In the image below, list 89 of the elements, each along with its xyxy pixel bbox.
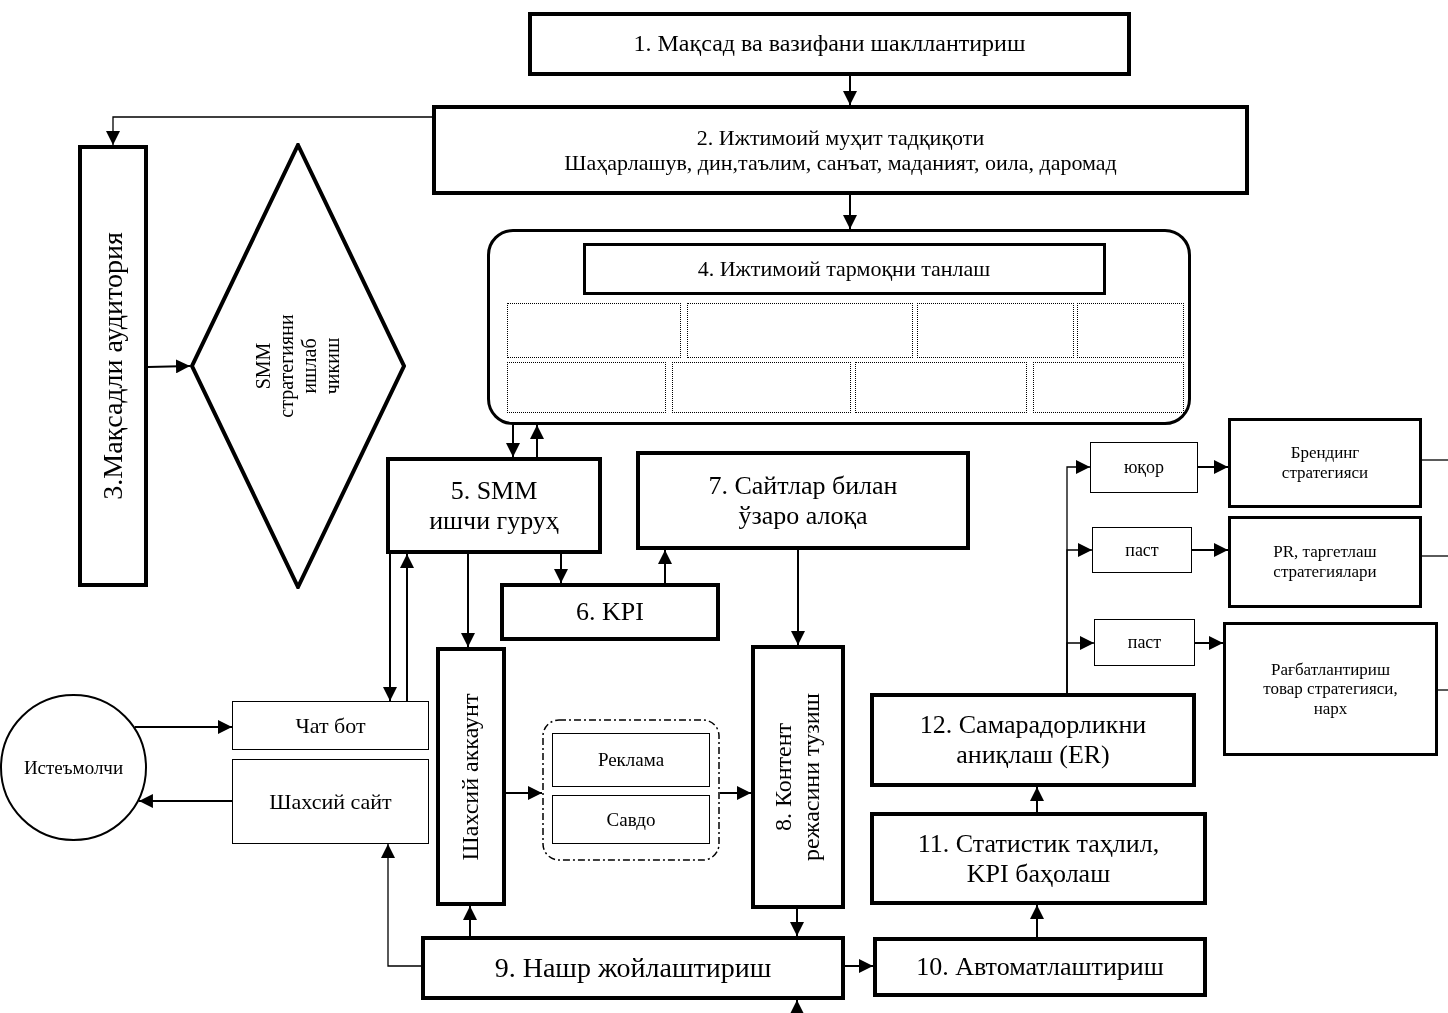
node-label: 4. Ижтимоий тармоқни танлаш [697,255,991,282]
process-box [1228,516,1422,608]
arrow [133,720,233,734]
node-label: паст [1127,632,1162,653]
process-box [582,242,1106,295]
rounded-container [487,229,1191,425]
process-box [1228,418,1422,508]
arrow [383,553,397,702]
arrow [400,553,414,702]
option-box [1090,442,1198,493]
option-box [552,733,710,787]
arrow [790,999,804,1013]
option-box [1094,619,1195,666]
connector-line [1421,555,1448,557]
dash-dot-container [542,719,720,861]
process-box [751,645,845,909]
node-label: Истеъмолчи [23,756,124,779]
arrow [1030,904,1044,938]
arrow [463,905,477,937]
process-box [421,936,845,1000]
node-label: SMM стратегияни ишлаб чикиш [252,313,344,420]
node-label: 11. Статистик таҳлил, KPI баҳолаш [916,828,1161,889]
decision-diamond [190,143,406,589]
dotted-box [686,302,913,358]
dotted-box [671,361,851,413]
dotted-box [506,361,666,413]
arrow [381,843,422,967]
arrow [790,908,804,937]
node-label: 1. Мақсад ва вазифани шакллантириш [633,30,1026,58]
node-label: 5. SMM ишчи гуруҳ [428,475,560,536]
arrow [147,359,191,374]
node-label: Чат бот [295,712,366,739]
arrow [719,786,752,800]
node-label: Брендинг стратегияси [1280,443,1370,483]
node-label: 10. Автоматлаштириш [916,952,1164,982]
node-label: 9. Нашр жойлаштириш [494,951,772,985]
node-description: Шаҳарлашув, дин,таълим, санъат, маданият, оила, даромад [564,150,1117,176]
process-box [870,812,1207,905]
process-box [432,105,1249,195]
node-label: юқор [1123,457,1165,478]
node-label: 6. KPI [576,597,644,627]
arrow [1030,786,1044,813]
arrow [506,424,520,458]
process-box [78,145,148,587]
process-box [500,583,720,641]
process-box [636,451,970,550]
arrow [505,786,543,800]
dotted-box [1032,361,1184,413]
option-box [552,795,710,844]
process-box [436,647,506,906]
node-label: Рағбатлантириш товар стратегияси, нарх [1262,659,1399,719]
dotted-box [916,302,1074,358]
dotted-box [506,302,681,358]
node-label: 7. Сайтлар билан ўзаро алоқа [707,470,899,531]
node-label: 3.Мақсадли аудитория [96,231,129,502]
node-label: 12. Самарадорликни аниқлаш (ER) [918,710,1148,770]
process-box [528,12,1131,76]
connector-line [1437,689,1448,691]
node-label: Шахсий сайт [269,788,392,815]
process-box [1223,622,1438,756]
node-label: паст [1125,539,1159,561]
dotted-box [1076,302,1184,358]
dotted-box [854,361,1027,413]
node-label: Реклама [597,749,665,771]
arrow [1194,636,1224,650]
arrow [791,549,805,646]
node-label: Савдо [606,808,656,831]
arrow [1191,543,1229,557]
arrow [844,959,874,973]
connector-line [1421,459,1448,461]
arrow [554,553,568,584]
arrow [843,194,857,230]
process-box [386,457,602,554]
arrow [658,549,672,584]
option-box [1092,527,1192,573]
option-box [232,759,429,844]
process-box [870,693,1196,787]
arrow [106,116,433,146]
arrow [1066,636,1095,694]
node-label: 2. Ижтимоий муҳит тадқиқоти [696,124,985,150]
arrow [843,75,857,106]
node-label: Шахсий аккаунт [457,692,485,862]
process-box [873,937,1207,997]
arrow [461,553,475,648]
arrow [1197,460,1229,474]
node-label: PR, таргетлаш стратегиялари [1272,542,1378,582]
arrow [530,424,544,458]
option-box [232,701,429,750]
node-label: 8. Контент режасини тузиш [770,692,825,864]
